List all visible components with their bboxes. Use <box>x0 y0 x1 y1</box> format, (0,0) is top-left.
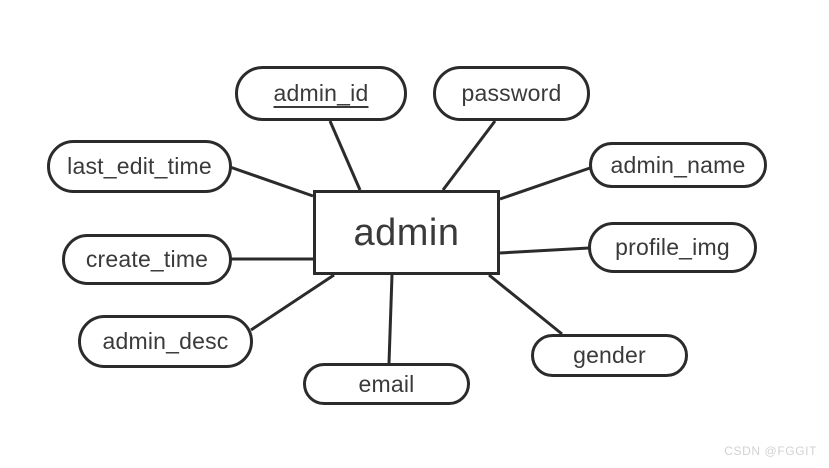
attribute-admin_desc[interactable]: admin_desc <box>78 315 253 368</box>
attribute-password-label: password <box>461 80 562 106</box>
attribute-password[interactable]: password <box>433 66 590 121</box>
edge-admin-to-admin_desc <box>250 273 335 332</box>
attribute-admin_name-label: admin_name <box>610 151 746 178</box>
attribute-last_edit_time-label: last_edit_time <box>67 153 212 179</box>
attribute-admin_name[interactable]: admin_name <box>589 142 767 188</box>
attribute-admin_desc-label: admin_desc <box>102 328 229 354</box>
attribute-profile_img-label: profile_img <box>615 234 730 260</box>
attribute-admin_id[interactable]: admin_id <box>235 66 407 121</box>
watermark: CSDN @FGGIT <box>724 444 817 458</box>
edge-admin-to-last_edit_time <box>229 165 314 198</box>
attribute-create_time[interactable]: create_time <box>62 234 232 285</box>
attribute-admin_id-label: admin_id <box>273 80 369 106</box>
attribute-email[interactable]: email <box>303 363 470 405</box>
attribute-gender[interactable]: gender <box>531 334 688 377</box>
edge-admin-to-password <box>441 120 497 191</box>
entity-admin[interactable]: admin <box>313 190 500 275</box>
edge-admin-to-email <box>387 274 394 364</box>
attribute-email-label: email <box>358 370 415 397</box>
edge-admin-to-admin_id <box>328 120 362 191</box>
attribute-create_time-label: create_time <box>85 246 209 272</box>
edge-admin-to-profile_img <box>499 246 590 255</box>
attribute-gender-label: gender <box>573 342 646 368</box>
attribute-last_edit_time[interactable]: last_edit_time <box>47 140 232 193</box>
edge-admin-to-gender <box>488 273 563 336</box>
entity-admin-label: admin <box>353 211 460 254</box>
attribute-profile_img[interactable]: profile_img <box>588 222 757 273</box>
edge-admin-to-admin_name <box>499 166 591 201</box>
